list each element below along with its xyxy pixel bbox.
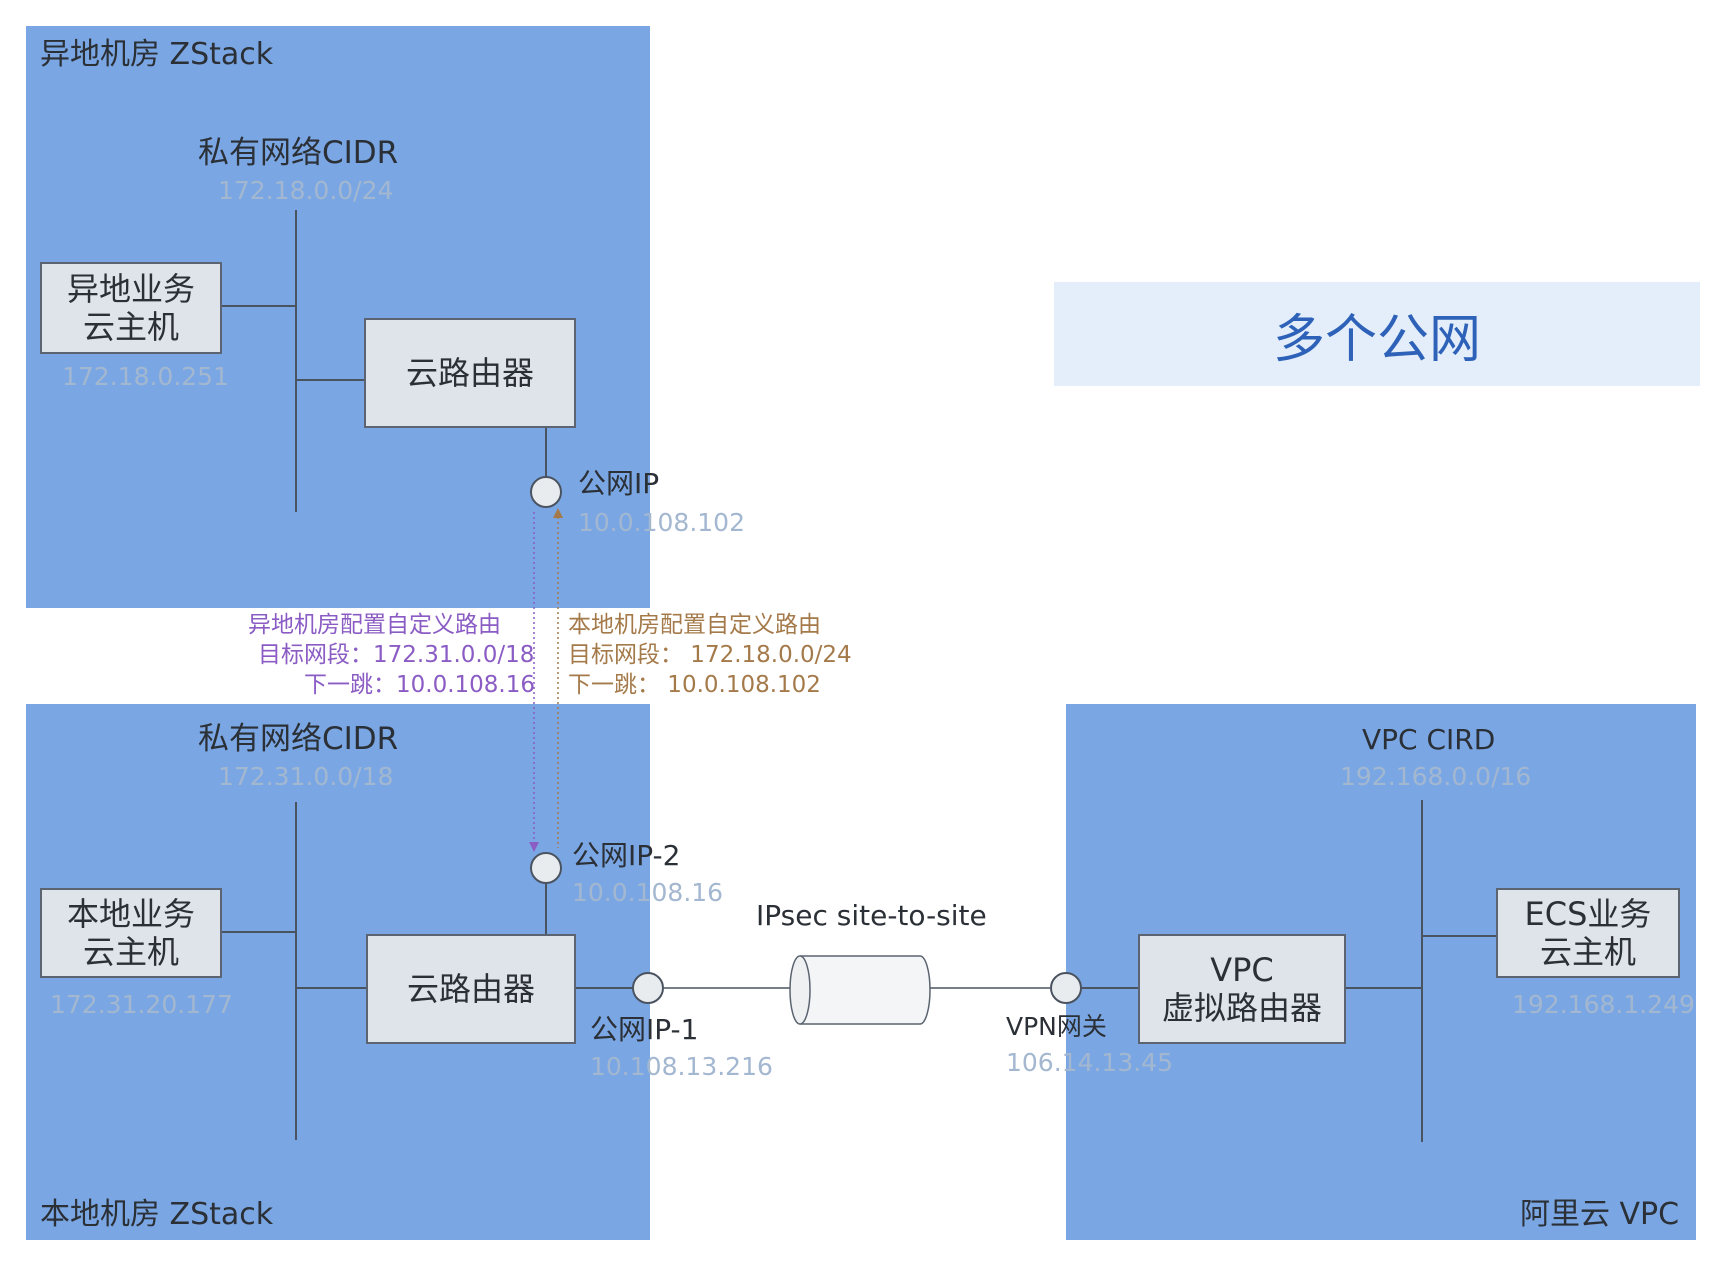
remote-public-ip-value: 10.0.108.102	[578, 508, 745, 537]
remote-public-ip-label: 公网IP	[578, 467, 660, 500]
remote-site-title: 异地机房 ZStack	[40, 37, 274, 72]
remote-router-box[interactable]: 云路由器	[364, 318, 576, 428]
tunnel-label: IPsec site-to-site	[756, 899, 987, 932]
local-site-title: 本地机房 ZStack	[40, 1197, 274, 1232]
local-vm-line2: 云主机	[82, 933, 179, 971]
local-vm-box[interactable]: 本地业务 云主机	[40, 888, 222, 978]
route-local-next-hop: 下一跳： 10.0.108.102	[568, 672, 821, 698]
local-vm-line1: 本地业务	[66, 894, 195, 933]
remote-vm-ip: 172.18.0.251	[62, 362, 229, 391]
vpn-gateway-ip: 106.14.13.45	[1006, 1048, 1173, 1077]
vpc-router-box[interactable]: VPC 虚拟路由器	[1138, 934, 1346, 1044]
ecs-vm-line2: 云主机	[1539, 933, 1636, 971]
local-public-ip1-port[interactable]	[632, 972, 664, 1004]
local-router-label: 云路由器	[406, 969, 535, 1008]
route-local-target: 目标网段： 172.18.0.0/24	[568, 642, 852, 668]
aliyun-title: 阿里云 VPC	[1520, 1197, 1680, 1232]
route-remote-next-hop: 下一跳：10.0.108.16	[304, 672, 535, 698]
remote-vm-box[interactable]: 异地业务 云主机	[40, 262, 222, 354]
local-public-ip1-value: 10.108.13.216	[590, 1052, 773, 1081]
route-local-title: 本地机房配置自定义路由	[568, 612, 821, 638]
local-public-ip2-value: 10.0.108.16	[572, 878, 724, 907]
ecs-vm-box[interactable]: ECS业务 云主机	[1496, 888, 1680, 978]
aliyun-cidr-value: 192.168.0.0/16	[1340, 762, 1532, 791]
vpn-gateway-label: VPN网关	[1006, 1012, 1107, 1041]
vpc-router-line2: 虚拟路由器	[1161, 989, 1322, 1027]
banner-text: 多个公网	[1272, 309, 1481, 370]
route-remote-title: 异地机房配置自定义路由	[248, 612, 501, 638]
remote-public-ip-port[interactable]	[530, 476, 562, 508]
vpc-router-line1: VPC	[1210, 950, 1274, 989]
remote-vm-line2: 云主机	[82, 308, 179, 346]
local-public-ip1-label: 公网IP-1	[590, 1013, 699, 1046]
vpn-gateway-port[interactable]	[1050, 972, 1082, 1004]
remote-cidr-value: 172.18.0.0/24	[218, 176, 394, 205]
remote-vm-line1: 异地业务	[66, 269, 195, 308]
banner: 多个公网	[1054, 282, 1700, 386]
local-router-box[interactable]: 云路由器	[366, 934, 576, 1044]
ecs-vm-line1: ECS业务	[1524, 894, 1652, 933]
ecs-vm-ip: 192.168.1.249	[1512, 990, 1695, 1019]
route-remote-target: 目标网段：172.31.0.0/18	[258, 642, 535, 668]
local-cidr-label: 私有网络CIDR	[198, 721, 399, 757]
remote-router-label: 云路由器	[405, 353, 534, 392]
local-public-ip2-port[interactable]	[530, 852, 562, 884]
remote-cidr-label: 私有网络CIDR	[198, 135, 399, 171]
aliyun-cidr-label: VPC CIRD	[1362, 723, 1496, 756]
local-public-ip2-label: 公网IP-2	[572, 839, 681, 872]
local-cidr-value: 172.31.0.0/18	[218, 762, 394, 791]
local-vm-ip: 172.31.20.177	[50, 990, 233, 1019]
